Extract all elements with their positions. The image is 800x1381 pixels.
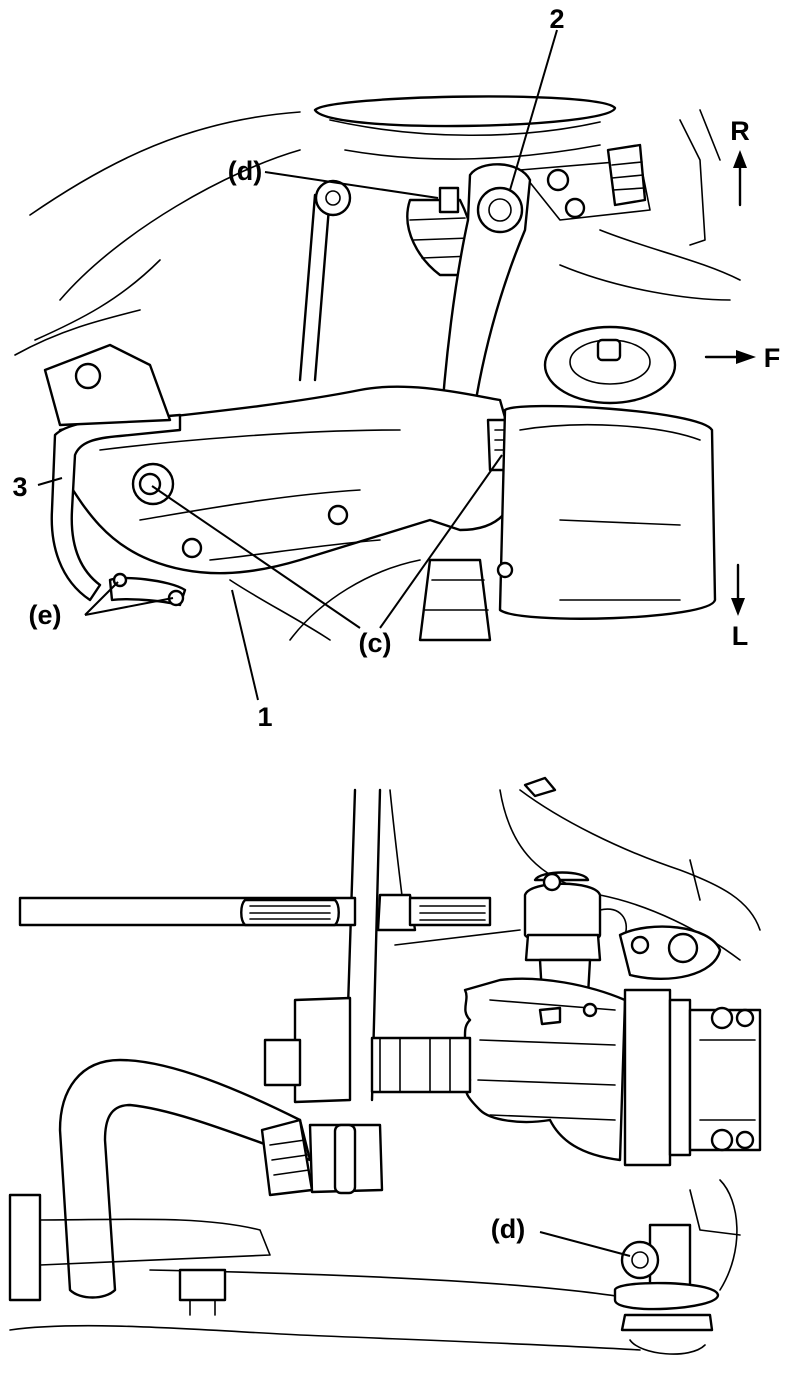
callout-1: 1: [257, 702, 272, 732]
callout-d-upper: (d): [228, 156, 262, 186]
spring-seat: [313, 95, 617, 128]
direction-arrow-l: [731, 563, 745, 616]
strut-mount: [314, 179, 352, 217]
callout-2: 2: [549, 4, 564, 34]
knuckle-housing: [498, 404, 717, 620]
callout-c: (c): [359, 628, 392, 658]
direction-label-f: F: [764, 343, 781, 373]
ball-joint-nut: [438, 186, 460, 214]
tie-rod-lock-nut: [376, 893, 417, 932]
pulley: [543, 325, 677, 405]
callout-d-lower: (d): [491, 1214, 525, 1244]
driveshaft-housing: [293, 996, 352, 1104]
left-bracket: [43, 343, 172, 427]
lower-figure: (d): [8, 776, 762, 1355]
cv-boot: [458, 977, 627, 1162]
callout-3: 3: [12, 472, 27, 502]
tie-rod-end: [523, 882, 602, 944]
direction-arrow-f: [704, 350, 756, 364]
direction-label-r: R: [730, 116, 750, 146]
lower-strut: [418, 558, 492, 642]
control-arm: [438, 163, 532, 442]
upper-figure: (d) 2 3 (c) (e) 1 R F L: [12, 4, 780, 732]
ball-joint-nut-lower: [620, 1240, 660, 1280]
driveshaft: [370, 1036, 472, 1094]
lower-bolt: [178, 1268, 227, 1302]
direction-label-l: L: [732, 621, 749, 651]
callout-e: (e): [29, 600, 62, 630]
direction-arrow-r: [733, 150, 747, 207]
wheel-hub: [623, 988, 672, 1167]
